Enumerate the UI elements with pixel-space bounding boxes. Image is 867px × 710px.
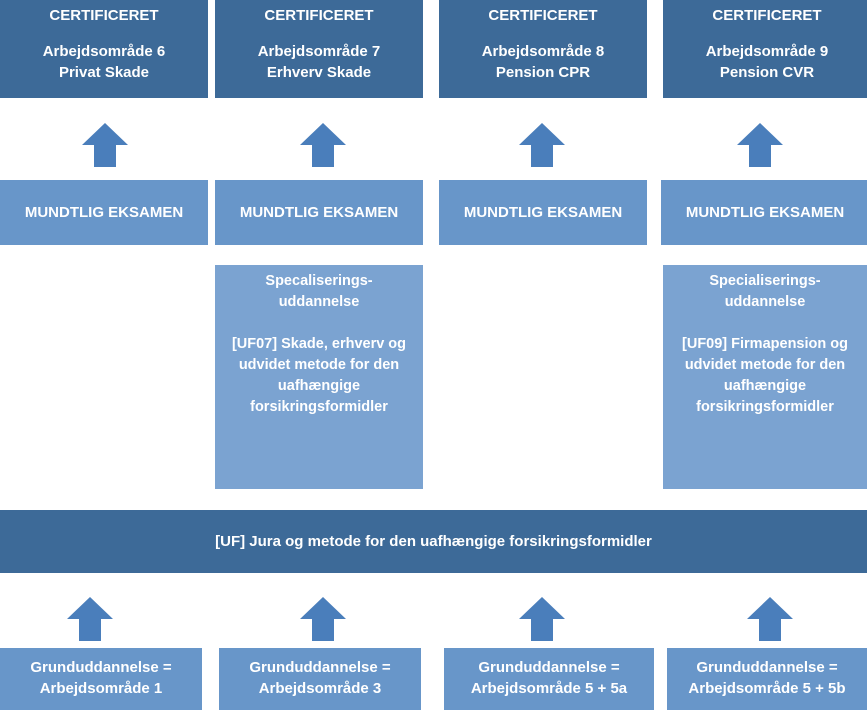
specialization-box-uf09: Specialiserings- uddannelse [UF09] Firma… xyxy=(663,265,867,489)
base-education-label: Grunduddannelse = xyxy=(249,659,391,676)
certificate-box-6: CERTIFICERET Arbejdsområde 6 Privat Skad… xyxy=(0,0,208,98)
base-education-area: Arbejdsområde 1 xyxy=(39,680,163,697)
oral-exam-label: MUNDTLIG EKSAMEN xyxy=(463,204,623,221)
certificate-title: CERTIFICERET xyxy=(264,7,374,24)
up-arrow-icon xyxy=(300,597,346,641)
oral-exam-label: MUNDTLIG EKSAMEN xyxy=(239,204,399,221)
base-education-area: Arbejdsområde 3 xyxy=(258,680,382,697)
oral-exam-box: MUNDTLIG EKSAMEN xyxy=(439,180,647,245)
up-arrow-icon xyxy=(67,597,113,641)
base-education-label: Grunduddannelse = xyxy=(478,659,620,676)
oral-exam-box: MUNDTLIG EKSAMEN xyxy=(215,180,423,245)
certificate-box-9: CERTIFICERET Arbejdsområde 9 Pension CVR xyxy=(663,0,867,98)
base-education-label: Grunduddannelse = xyxy=(696,659,838,676)
common-course-band: [UF] Jura og metode for den uafhængige f… xyxy=(0,510,867,573)
base-education-area: Arbejdsområde 5 + 5b xyxy=(688,680,846,697)
oral-exam-box: MUNDTLIG EKSAMEN xyxy=(661,180,867,245)
up-arrow-icon xyxy=(747,597,793,641)
specialization-heading: Specaliserings- xyxy=(265,273,373,289)
up-arrow-icon xyxy=(519,123,565,167)
up-arrow-icon xyxy=(519,597,565,641)
oral-exam-label: MUNDTLIG EKSAMEN xyxy=(24,204,184,221)
certificate-box-8: CERTIFICERET Arbejdsområde 8 Pension CPR xyxy=(439,0,647,98)
certificate-title: CERTIFICERET xyxy=(49,7,159,24)
oral-exam-label: MUNDTLIG EKSAMEN xyxy=(685,204,845,221)
base-education-area: Arbejdsområde 5 + 5a xyxy=(470,680,628,697)
up-arrow-icon xyxy=(300,123,346,167)
specialization-course: uafhængige xyxy=(723,378,807,394)
certificate-title: CERTIFICERET xyxy=(488,7,598,24)
specialization-heading: uddannelse xyxy=(724,294,806,310)
specialization-course: [UF07] Skade, erhverv og xyxy=(231,336,407,352)
certificate-title: CERTIFICERET xyxy=(712,7,822,24)
specialization-heading: uddannelse xyxy=(278,294,360,310)
certificate-area: Arbejdsområde 9 xyxy=(705,43,829,60)
certificate-name: Pension CVR xyxy=(719,64,815,81)
specialization-course: forsikringsformidler xyxy=(250,399,388,415)
certificate-area: Arbejdsområde 8 xyxy=(481,43,605,60)
specialization-course: udvidet metode for den xyxy=(684,357,846,373)
specialization-course: forsikringsformidler xyxy=(696,399,834,415)
certificate-box-7: CERTIFICERET Arbejdsområde 7 Erhverv Ska… xyxy=(215,0,423,98)
certificate-name: Pension CPR xyxy=(495,64,591,81)
specialization-heading: Specialiserings- xyxy=(709,273,821,289)
specialization-course: [UF09] Firmapension og xyxy=(682,336,848,352)
certificate-area: Arbejdsområde 7 xyxy=(257,43,381,60)
oral-exam-box: MUNDTLIG EKSAMEN xyxy=(0,180,208,245)
certificate-area: Arbejdsområde 6 xyxy=(42,43,166,60)
base-education-box-5b: Grunduddannelse = Arbejdsområde 5 + 5b xyxy=(667,648,867,710)
base-education-box-5a: Grunduddannelse = Arbejdsområde 5 + 5a xyxy=(444,648,654,710)
base-education-box-1: Grunduddannelse = Arbejdsområde 1 xyxy=(0,648,202,710)
specialization-course: uafhængige xyxy=(277,378,361,394)
up-arrow-icon xyxy=(737,123,783,167)
up-arrow-icon xyxy=(82,123,128,167)
common-course-label: [UF] Jura og metode for den uafhængige f… xyxy=(215,533,652,550)
certificate-name: Privat Skade xyxy=(58,64,150,81)
certificate-name: Erhverv Skade xyxy=(266,64,372,81)
specialization-course: udvidet metode for den xyxy=(238,357,400,373)
base-education-label: Grunduddannelse = xyxy=(30,659,172,676)
base-education-box-3: Grunduddannelse = Arbejdsområde 3 xyxy=(219,648,421,710)
specialization-box-uf07: Specaliserings- uddannelse [UF07] Skade,… xyxy=(215,265,423,489)
